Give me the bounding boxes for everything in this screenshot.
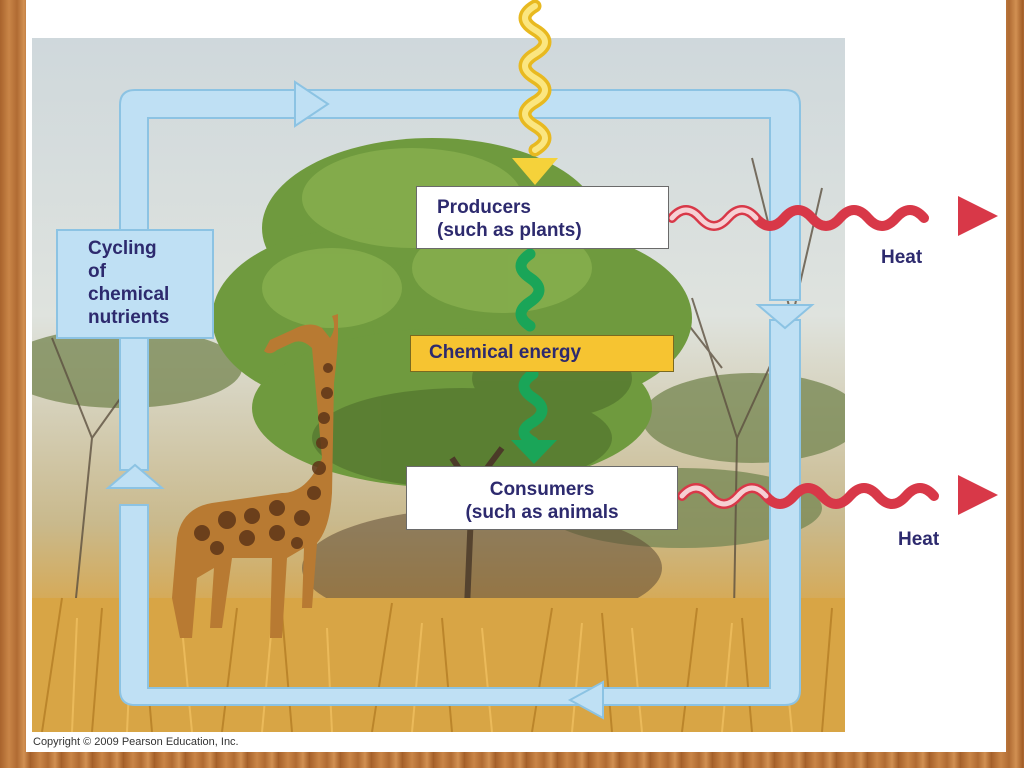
- heat-arrow-top: [667, 196, 998, 236]
- chemical-energy-label: Chemical energy: [429, 342, 582, 363]
- cycling-line-2: of: [88, 261, 106, 282]
- cycle-arrow-up: [105, 463, 165, 489]
- copyright-notice: Copyright © 2009 Pearson Education, Inc.: [33, 736, 239, 748]
- consumers-box: Consumers (such as animals: [406, 466, 678, 530]
- cycling-line-4: nutrients: [88, 307, 170, 328]
- heat-arrow-bottom: [677, 475, 998, 515]
- cycle-arrow-left: [567, 680, 604, 720]
- heat-label-top: Heat: [881, 247, 923, 268]
- nutrient-cycle-loop: [105, 80, 815, 720]
- consumers-example: (such as animals: [465, 502, 619, 523]
- cycle-arrow-down: [755, 304, 815, 330]
- light-energy-arrow: [512, 0, 558, 185]
- cycle-arrow-right: [294, 80, 330, 128]
- chemical-energy-arrow-lower: [511, 368, 557, 464]
- chemical-energy-box: Chemical energy: [410, 335, 674, 372]
- producers-example: (such as plants): [437, 220, 582, 241]
- chemical-energy-arrow-upper: [515, 248, 545, 332]
- heat-label-bottom: Heat: [898, 529, 940, 550]
- consumers-label: Consumers: [489, 479, 595, 500]
- producers-label: Producers: [437, 197, 531, 218]
- cycling-nutrients-box: Cycling of chemical nutrients: [56, 229, 214, 339]
- producers-box: Producers (such as plants): [416, 186, 669, 249]
- cycling-line-1: Cycling: [88, 238, 157, 259]
- cycling-line-3: chemical: [88, 284, 170, 305]
